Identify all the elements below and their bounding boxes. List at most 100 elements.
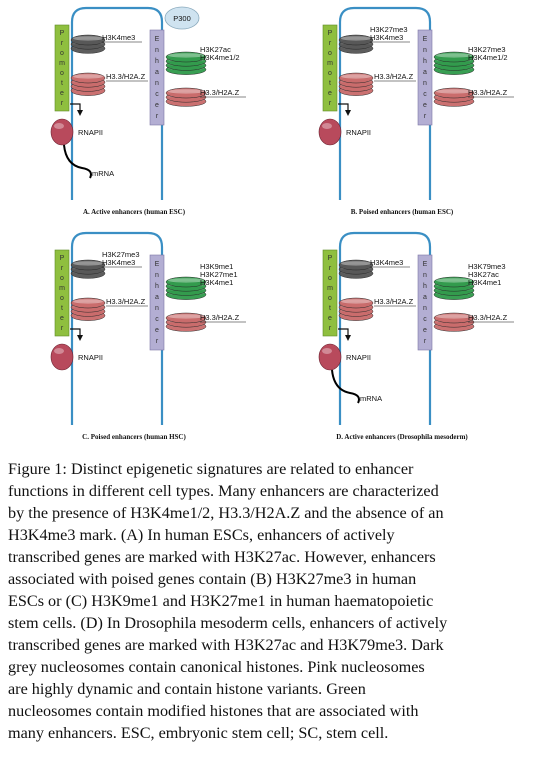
enhancer-letter: E xyxy=(423,36,428,43)
promoter-bar xyxy=(322,249,338,337)
canonical-nucleosome xyxy=(338,34,374,54)
promoter-bar xyxy=(54,249,70,337)
enhancer-variant-label: H3.3/H2A.Z xyxy=(200,88,240,97)
enhancer-letter: e xyxy=(423,327,427,334)
enhancer-letter: h xyxy=(423,283,427,290)
rnapii-blob xyxy=(50,118,74,146)
caption-line: functions in different cell types. Many … xyxy=(8,482,439,500)
promoter-letter: r xyxy=(329,325,332,332)
enhancer-mark-label: H3K27ac xyxy=(200,45,231,54)
diagram-panel: PromoterEnhancerP300H3K4me3H3.3/H2A.ZH3K… xyxy=(50,6,246,216)
enhancer-mark-label: H3K27me1 xyxy=(200,270,238,279)
promoter-letter: P xyxy=(60,30,65,37)
caption-line: transcribed genes are marked with H3K27a… xyxy=(8,548,436,566)
promoter-letter: e xyxy=(60,315,64,322)
rnapii-label: RNAPII xyxy=(78,353,103,362)
enhancer-mark-label: H3K4me1/2 xyxy=(200,53,240,62)
canonical-nucleosome xyxy=(70,259,106,279)
promoter-mark-label: H3K4me3 xyxy=(370,258,403,267)
panel-caption: B. Poised enhancers (human ESC) xyxy=(351,208,454,216)
mrna-label: mRNA xyxy=(92,169,114,178)
enhancer-mark-label: H3K27me3 xyxy=(468,45,506,54)
enhancer-letter: h xyxy=(155,58,159,65)
enhancer-letter: n xyxy=(155,272,159,279)
enhancer-letter: r xyxy=(424,338,427,345)
diagram-panel: PromoterEnhancerH3K4me3H3.3/H2A.ZH3K79me… xyxy=(318,231,514,441)
promoter-letter: r xyxy=(329,265,332,272)
rnapii-blob xyxy=(318,343,342,371)
dna-strand xyxy=(70,6,164,200)
promoter-variant-label: H3.3/H2A.Z xyxy=(374,72,414,81)
promoter-letter: t xyxy=(61,80,63,87)
rnapii-label: RNAPII xyxy=(346,128,371,137)
promoter-mark-label: H3K27me3 xyxy=(370,25,408,34)
mrna-strand xyxy=(63,144,92,179)
enhancer-bar xyxy=(149,254,165,351)
enhancer-letter: e xyxy=(155,102,159,109)
caption-line: many enhancers. ESC, embryonic stem cell… xyxy=(8,724,389,742)
enhancer-letter: E xyxy=(423,261,428,268)
caption-line: transcribed genes are marked with H3K27a… xyxy=(8,636,444,654)
tss-arrowhead xyxy=(77,110,83,116)
variant-nucleosome xyxy=(70,297,106,321)
tss-arrowhead xyxy=(77,335,83,341)
promoter-letter: t xyxy=(329,80,331,87)
enhancer-bar xyxy=(149,29,165,126)
panel-caption: D. Active enhancers (Drosophila mesoderm… xyxy=(336,433,468,441)
promoter-letter: r xyxy=(329,100,332,107)
promoter-letter: P xyxy=(60,255,65,262)
enhancer-letter: n xyxy=(155,47,159,54)
promoter-variant-label: H3.3/H2A.Z xyxy=(374,297,414,306)
modified-nucleosome xyxy=(165,276,207,300)
variant-nucleosome xyxy=(165,87,207,107)
rnapii-blob xyxy=(318,118,342,146)
promoter-letter: o xyxy=(328,275,332,282)
enhancer-letter: a xyxy=(423,294,427,301)
caption-line: ESCs or (C) H3K9me1 and H3K27me1 in huma… xyxy=(8,592,434,610)
canonical-nucleosome xyxy=(70,34,106,54)
diagram-panel: PromoterEnhancerH3K27me3H3K4me3H3.3/H2A.… xyxy=(50,231,246,441)
promoter-mark-label: H3K27me3 xyxy=(102,250,140,259)
enhancer-letter: c xyxy=(423,91,427,98)
caption-line: associated with poised genes contain (B)… xyxy=(8,570,417,588)
enhancer-letter: c xyxy=(155,316,159,323)
enhancer-mark-label: H3K4me1 xyxy=(200,278,233,287)
promoter-letter: r xyxy=(61,40,64,47)
enhancer-letter: h xyxy=(423,58,427,65)
promoter-letter: m xyxy=(327,60,333,67)
variant-nucleosome xyxy=(433,312,475,332)
promoter-letter: r xyxy=(61,265,64,272)
caption-line: Figure 1: Distinct epigenetic signatures… xyxy=(8,460,414,478)
promoter-letter: r xyxy=(61,100,64,107)
enhancer-letter: n xyxy=(155,80,159,87)
panel-caption: C. Poised enhancers (human HSC) xyxy=(82,433,186,441)
promoter-letter: o xyxy=(328,70,332,77)
panel-caption: A. Active enhancers (human ESC) xyxy=(83,208,186,216)
variant-nucleosome xyxy=(338,72,374,96)
enhancer-mark-label: H3K4me1 xyxy=(468,278,501,287)
figure-caption: Figure 1: Distinct epigenetic signatures… xyxy=(8,458,530,744)
promoter-letter: o xyxy=(60,295,64,302)
enhancer-bar xyxy=(417,29,433,126)
enhancer-letter: r xyxy=(156,338,159,345)
promoter-variant-label: H3.3/H2A.Z xyxy=(106,297,146,306)
rnapii-blob xyxy=(50,343,74,371)
promoter-letter: P xyxy=(328,30,333,37)
enhancer-letter: c xyxy=(423,316,427,323)
promoter-letter: o xyxy=(328,50,332,57)
enhancer-letter: e xyxy=(155,327,159,334)
enhancer-letter: h xyxy=(155,283,159,290)
enhancer-letter: n xyxy=(155,305,159,312)
dna-strand xyxy=(70,231,164,425)
promoter-letter: t xyxy=(329,305,331,312)
promoter-variant-label: H3.3/H2A.Z xyxy=(106,72,146,81)
enhancer-letter: n xyxy=(423,47,427,54)
promoter-letter: o xyxy=(60,50,64,57)
modified-nucleosome xyxy=(165,51,207,75)
promoter-letter: m xyxy=(327,285,333,292)
modified-nucleosome xyxy=(433,51,475,75)
enhancer-letter: r xyxy=(424,113,427,120)
caption-line: by the presence of H3K4me1/2, H3.3/H2A.Z… xyxy=(8,504,444,522)
p300-label: P300 xyxy=(173,14,191,23)
